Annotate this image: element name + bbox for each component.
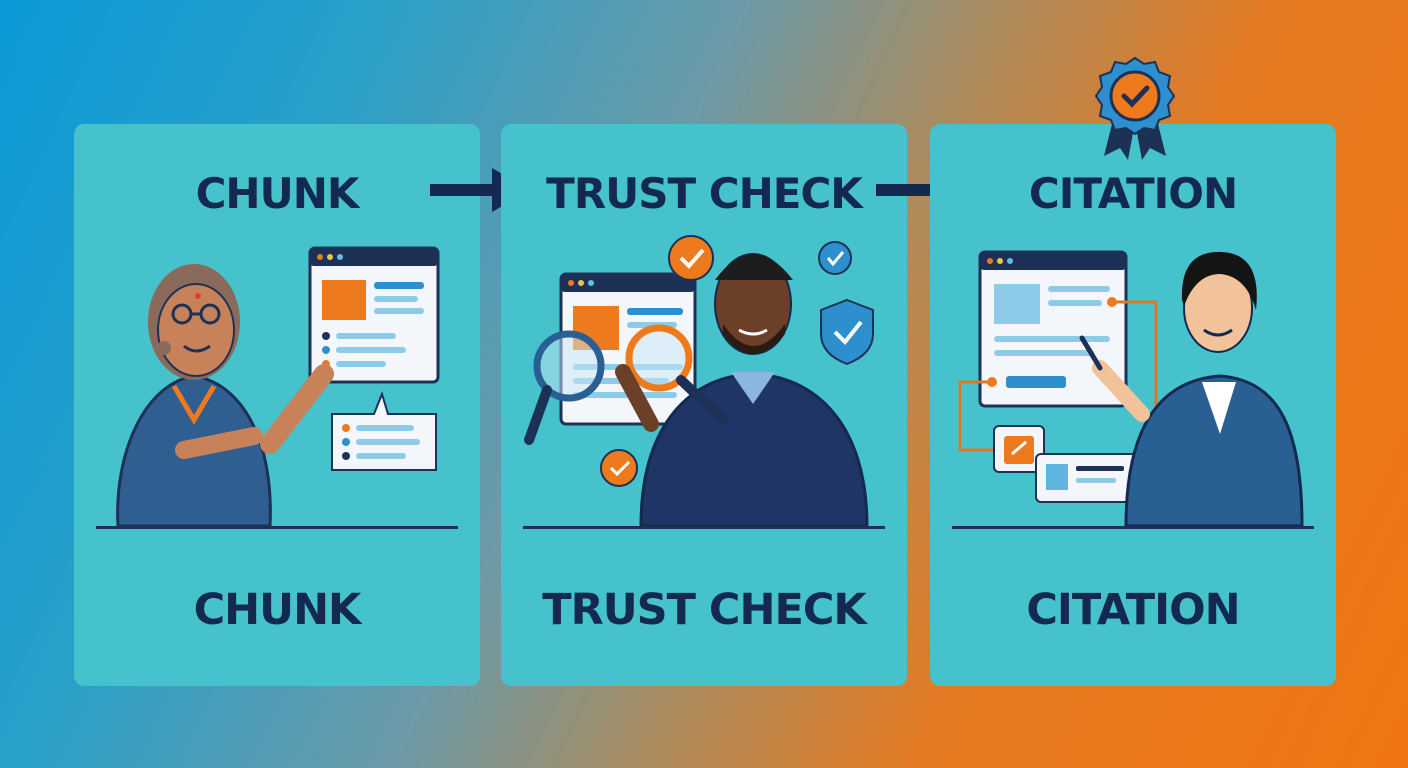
- shield-check-icon: [820, 298, 874, 366]
- speech-bubble-icon: [331, 390, 437, 471]
- panel-caption-chunk: CHUNK: [193, 585, 362, 635]
- link-card-icon: [993, 425, 1045, 473]
- browser-window-icon: [308, 246, 440, 384]
- verified-badge-blue-icon: [818, 241, 852, 275]
- woman-presenter: [116, 264, 334, 528]
- browser-window-icon: [978, 250, 1128, 408]
- panel-citation: CITATION: [930, 124, 1336, 686]
- panel-divider: [952, 526, 1314, 529]
- panel-divider: [96, 526, 458, 529]
- panel-chunk: CHUNK: [74, 124, 480, 686]
- panel-title-citation: CITATION: [1028, 169, 1238, 218]
- chunk-illustration: [116, 246, 440, 528]
- verified-badge-small-icon: [600, 449, 638, 487]
- panel-caption-trust-check: TRUST CHECK: [542, 585, 866, 635]
- panel-caption-citation: CITATION: [1026, 585, 1240, 635]
- award-ribbon-check-icon: [1094, 56, 1176, 160]
- panel-trust-check: TRUST CHECK: [501, 124, 907, 686]
- reference-card-icon: [1035, 453, 1137, 503]
- magnifier-blue-icon: [524, 330, 605, 445]
- verified-badge-orange-icon: [668, 235, 714, 281]
- panel-title-chunk: CHUNK: [195, 169, 360, 218]
- citation-illustration: [958, 250, 1304, 528]
- panel-title-trust-check: TRUST CHECK: [546, 169, 863, 218]
- man-inspector: [615, 253, 869, 528]
- trust-check-illustration: [524, 235, 874, 528]
- panel-divider: [523, 526, 885, 529]
- presenter-person: [1079, 251, 1304, 528]
